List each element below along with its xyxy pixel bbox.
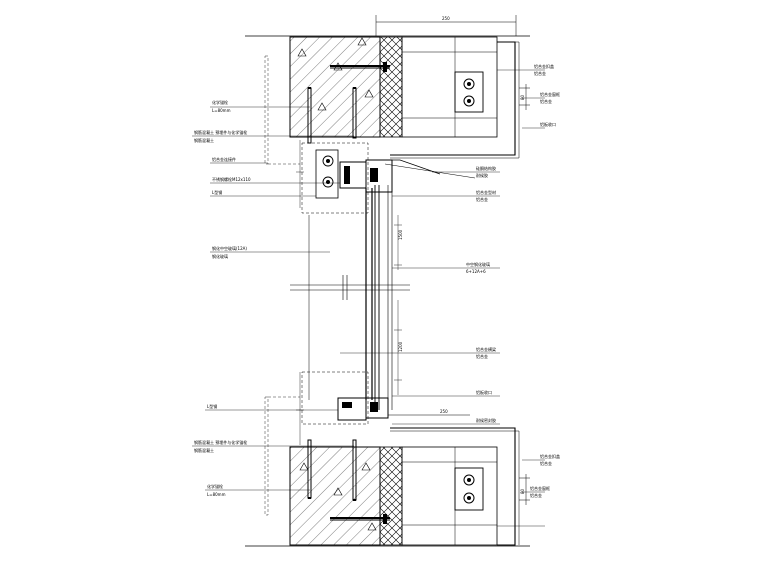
- label-lower-embed-1: 钢筋混凝土 预埋件与化学锚栓: [194, 439, 247, 445]
- glass-height-dimension: 1500: [398, 229, 403, 240]
- label-glass-spec-1: 中空钢化玻璃: [466, 261, 490, 267]
- upper-floor-slab: 250 80: [245, 15, 530, 159]
- label-top-cap-2: 铝合金: [534, 70, 546, 76]
- label-sealant: 耐候密封胶: [476, 417, 496, 423]
- label-lower-bracket: L型钢: [207, 403, 217, 409]
- label-bottom-cap-1: 铝合金扣盖: [540, 453, 560, 459]
- label-glass-1: 钢化中空玻璃(12A): [212, 245, 247, 251]
- vision-height-dimension: 1200: [398, 341, 403, 352]
- mid-width-dimension: 250: [440, 409, 448, 414]
- label-mid-frame-1: 铝合金型材: [476, 189, 496, 195]
- label-top-sill-1: 铝合金窗框: [540, 91, 560, 97]
- label-upper-bracket: L型钢: [212, 189, 222, 195]
- bottom-right-dimension: 80: [520, 488, 525, 494]
- label-glass-spec-2: 6+12A+6: [466, 269, 486, 274]
- label-lower-flashing: 铝板收口: [476, 389, 492, 395]
- label-mid-frame-2: 铝合金: [476, 196, 488, 202]
- label-lower-anchor-bolt-2: L=80mm: [207, 492, 226, 497]
- label-transom-2: 铝合金: [476, 353, 488, 359]
- label-bottom-sill-1: 铝合金窗框: [530, 485, 550, 491]
- lower-floor-slab: 80: [245, 427, 530, 547]
- top-right-dimension: 80: [520, 94, 525, 100]
- label-bottom-cap-2: 铝合金: [540, 460, 552, 466]
- label-upper-embed-2: 钢筋混凝土: [194, 137, 214, 143]
- label-upper-anchor-bolt-1: 化学锚栓: [212, 99, 228, 105]
- label-transom-1: 铝合金横梁: [476, 346, 496, 352]
- label-upper-anchor-bolt-2: L=80mm: [212, 108, 231, 113]
- label-lower-anchor-bolt-1: 化学锚栓: [207, 483, 223, 489]
- label-top-flashing: 铝板收口: [540, 121, 556, 127]
- label-glass-2: 钢化玻璃: [212, 253, 228, 259]
- top-width-dimension: 250: [442, 16, 450, 21]
- label-upper-connector: 铝合金连接件: [212, 156, 236, 162]
- label-lower-embed-2: 钢筋混凝土: [194, 447, 214, 453]
- left-annotations: 化学锚栓 L=80mm 钢筋混凝土 预埋件与化学锚栓 钢筋混凝土 铝合金连接件 …: [192, 99, 354, 497]
- label-mid-gasket-1: 硅酮结构胶: [476, 165, 496, 171]
- right-annotations: 铝合金扣盖 铝合金 铝合金窗框 铝合金 铝板收口 硅酮结构胶 耐候胶 铝合金型材…: [340, 63, 560, 527]
- label-upper-embed-1: 钢筋混凝土 预埋件与化学锚栓: [194, 129, 247, 135]
- label-top-sill-2: 铝合金: [540, 98, 552, 104]
- glass-curtain-wall: 1500 1200: [290, 185, 410, 410]
- label-bottom-sill-2: 铝合金: [530, 492, 542, 498]
- label-mid-gasket-2: 耐候胶: [476, 172, 488, 178]
- label-upper-angle: 不锈钢螺栓M12x110: [212, 176, 251, 182]
- label-top-cap-1: 铝合金扣盖: [534, 63, 554, 69]
